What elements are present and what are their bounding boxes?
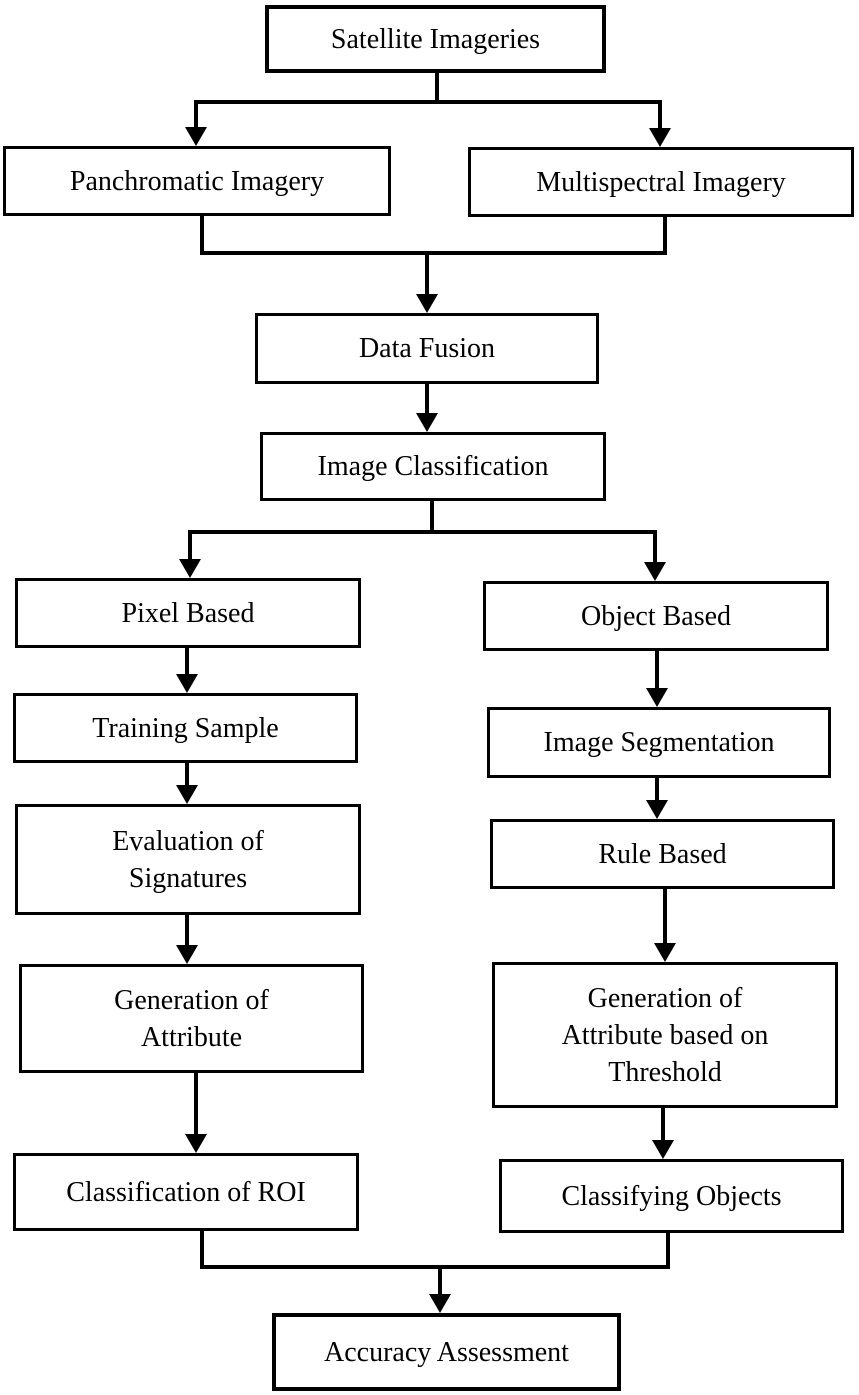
- node-rule-based: Rule Based: [490, 819, 835, 889]
- node-label: Attribute: [140, 1021, 243, 1053]
- connector-line: [663, 889, 667, 946]
- connector-line: [194, 1073, 198, 1136]
- node-pixel-based: Pixel Based: [15, 578, 361, 648]
- arrowhead-down-icon: [416, 294, 438, 313]
- arrowhead-down-icon: [176, 785, 198, 804]
- node-label: Pixel Based: [121, 597, 255, 629]
- arrowhead-down-icon: [176, 674, 198, 693]
- node-label: Rule Based: [598, 838, 727, 870]
- node-label: Training Sample: [92, 712, 279, 744]
- node-data-fusion: Data Fusion: [255, 313, 599, 384]
- connector-line: [663, 216, 667, 255]
- connector-line: [435, 72, 439, 102]
- node-label: Generation of: [587, 982, 743, 1014]
- node-image-classification: Image Classification: [260, 432, 606, 501]
- connector-line: [661, 1108, 665, 1143]
- node-label: Panchromatic Imagery: [69, 165, 325, 197]
- connector-line: [200, 1265, 670, 1269]
- node-label: Classification of ROI: [66, 1176, 306, 1208]
- arrowhead-down-icon: [649, 128, 671, 147]
- connector-line: [666, 1233, 670, 1269]
- node-label: Satellite Imageries: [330, 23, 541, 55]
- node-label: Attribute based on: [561, 1019, 769, 1051]
- connector-line: [425, 383, 429, 415]
- connector-line: [194, 100, 198, 130]
- node-label: Accuracy Assessment: [324, 1336, 569, 1368]
- connector-line: [185, 763, 189, 788]
- connector-line: [655, 651, 659, 691]
- arrowhead-down-icon: [646, 688, 668, 707]
- arrowhead-down-icon: [416, 413, 438, 432]
- connector-line: [655, 778, 659, 803]
- node-accuracy-assessment: Accuracy Assessment: [272, 1313, 621, 1391]
- connector-line: [653, 530, 657, 564]
- node-label: Signatures: [128, 862, 248, 894]
- node-object-based: Object Based: [483, 581, 829, 651]
- node-label: Classifying Objects: [561, 1180, 782, 1212]
- arrowhead-down-icon: [179, 559, 201, 578]
- node-panchromatic-imagery: Panchromatic Imagery: [3, 146, 391, 216]
- node-label: Image Segmentation: [543, 727, 775, 758]
- connector-line: [200, 215, 204, 255]
- arrowhead-down-icon: [652, 1140, 674, 1159]
- connector-line: [438, 1265, 442, 1296]
- node-multispectral-imagery: Multispectral Imagery: [468, 147, 854, 217]
- node-image-segmentation: Image Segmentation: [487, 707, 831, 778]
- arrowhead-down-icon: [176, 945, 198, 964]
- node-label: Image Classification: [317, 451, 549, 482]
- node-classifying-objects: Classifying Objects: [499, 1159, 844, 1233]
- node-generation-of-attribute: Generation of Attribute: [19, 964, 364, 1073]
- connector-line: [188, 530, 657, 534]
- connector-line: [185, 648, 189, 677]
- arrowhead-down-icon: [185, 127, 207, 146]
- connector-line: [430, 500, 434, 533]
- node-label: Multispectral Imagery: [536, 166, 786, 198]
- arrowhead-down-icon: [644, 562, 666, 581]
- connector-line: [200, 251, 667, 255]
- arrowhead-down-icon: [429, 1294, 451, 1313]
- connector-line: [425, 251, 429, 296]
- arrowhead-down-icon: [646, 800, 668, 819]
- connector-line: [188, 530, 192, 561]
- node-label: Evaluation of: [112, 825, 264, 857]
- connector-line: [658, 100, 662, 130]
- arrowhead-down-icon: [654, 943, 676, 962]
- arrowhead-down-icon: [185, 1134, 207, 1153]
- node-generation-of-attribute-threshold: Generation of Attribute based on Thresho…: [492, 962, 838, 1108]
- connector-line: [194, 100, 662, 104]
- connector-line: [200, 1231, 204, 1269]
- node-training-sample: Training Sample: [13, 693, 358, 763]
- connector-line: [185, 915, 189, 948]
- node-label: Data Fusion: [358, 333, 496, 364]
- node-satellite-imageries: Satellite Imageries: [265, 5, 606, 73]
- node-label: Generation of: [114, 984, 269, 1016]
- node-label: Threshold: [608, 1056, 722, 1088]
- node-label: Object Based: [580, 600, 732, 632]
- node-classification-of-roi: Classification of ROI: [13, 1153, 359, 1231]
- node-evaluation-of-signatures: Evaluation of Signatures: [15, 804, 361, 915]
